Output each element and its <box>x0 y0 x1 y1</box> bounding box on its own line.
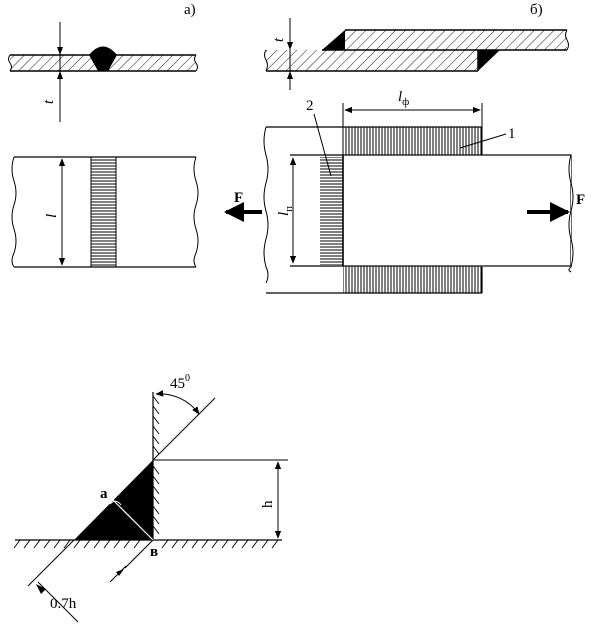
break-line-left <box>8 54 12 72</box>
leg-dimension: h <box>153 459 288 539</box>
svg-text:450: 450 <box>170 373 190 392</box>
vertical-plate-hatching <box>152 395 160 535</box>
butt-weld-bead <box>89 46 117 71</box>
frontal-weld <box>320 157 343 265</box>
flank-length-dimension: lф <box>344 89 481 114</box>
force-right: F <box>527 192 585 222</box>
svg-text:lп: lп <box>276 206 295 216</box>
lap-joint-plan <box>263 103 574 294</box>
panel-b: б) t <box>224 2 585 294</box>
butt-joint-plan <box>11 156 199 268</box>
lap-weld-right <box>478 50 500 71</box>
thickness-dimension-b: t <box>271 18 293 90</box>
break-line-right <box>194 54 198 72</box>
butt-joint-section <box>8 46 198 72</box>
force-right-label: F <box>576 192 585 208</box>
upper-plate-section <box>345 30 567 50</box>
base-hatching <box>13 539 279 549</box>
lower-plate-section <box>266 50 478 71</box>
frontal-length-label: l <box>276 212 292 216</box>
angle-arc <box>155 390 200 415</box>
thickness-label-a: t <box>41 99 57 104</box>
thickness-dimension-a: t <box>41 22 63 122</box>
throat-dimension: 0.7h <box>27 539 127 623</box>
bisector-line <box>152 397 216 461</box>
angle-superscript: 0 <box>185 373 190 384</box>
length-label-a: l <box>44 214 60 218</box>
svg-text:lф: lф <box>398 89 409 108</box>
panel-a: а) t l <box>8 2 199 268</box>
panel-a-caption: а) <box>184 2 196 18</box>
lap-joint-section <box>264 29 569 72</box>
leg-label: h <box>260 500 276 508</box>
length-dimension-a: l <box>44 158 66 266</box>
flank-length-label: l <box>398 89 402 105</box>
flank-length-subscript: ф <box>402 96 409 108</box>
seam-1-leader <box>459 133 507 149</box>
panel-b-caption: б) <box>530 2 543 18</box>
flank-weld-bottom <box>343 266 482 293</box>
point-b-label: в <box>150 544 158 560</box>
flank-weld-top <box>343 127 482 155</box>
frontal-length-subscript: п <box>283 206 295 212</box>
force-left: F <box>224 190 262 222</box>
throat-line <box>112 499 154 541</box>
seam-1-label: 1 <box>508 126 516 142</box>
butt-weld-plan-strip <box>90 156 117 268</box>
point-a-label: a <box>100 486 108 502</box>
force-left-label: F <box>234 190 243 206</box>
seam-2-label: 2 <box>306 98 314 114</box>
lap-weld-left <box>322 30 345 50</box>
frontal-length-dimension: lп <box>276 157 297 264</box>
thickness-label-b: t <box>271 37 287 42</box>
angle-label: 45 <box>170 376 185 392</box>
seam-2-leader <box>313 113 332 177</box>
throat-label: 0.7h <box>50 596 77 612</box>
seam-labels: 1 2 <box>306 98 516 177</box>
fillet-weld-detail: 450 h a в 0.7h <box>13 373 288 623</box>
